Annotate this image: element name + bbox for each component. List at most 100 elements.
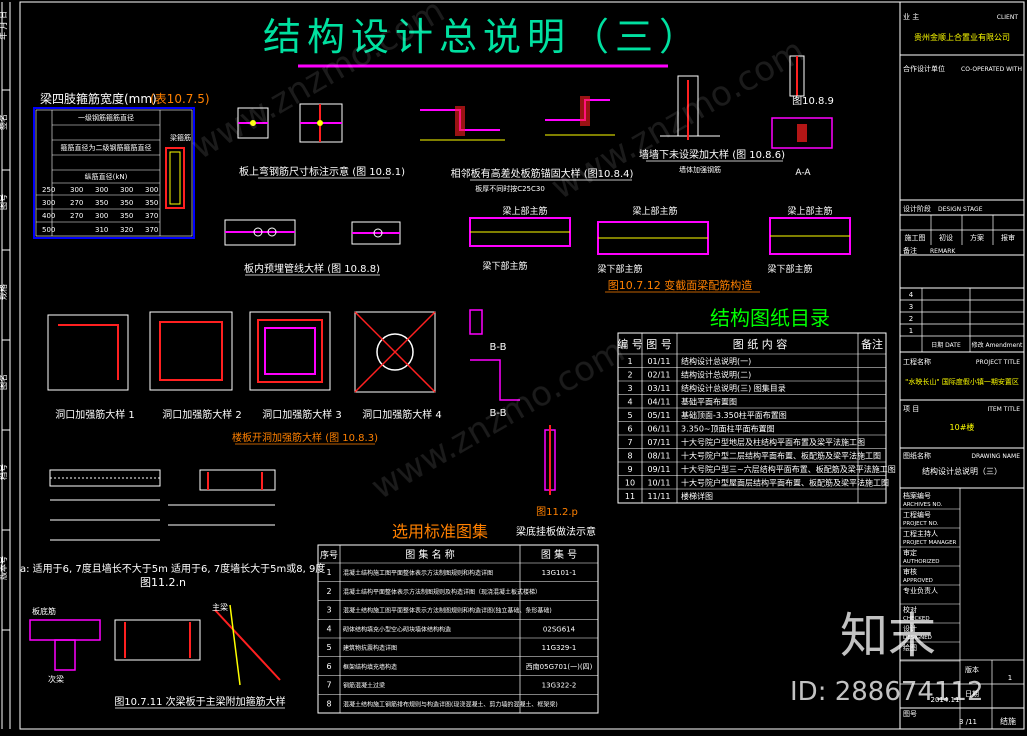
atlas-cell: 2 (326, 587, 331, 596)
table-header: 纵筋直径(kN) (85, 172, 128, 181)
title-block-label-en: ARCHIVES NO. (903, 502, 943, 508)
table-cell: 270 (70, 212, 83, 220)
index-header: 图 纸 内 容 (733, 337, 788, 351)
title-block-label: 设计 (903, 624, 917, 633)
title-block: 业 主 CLIENT 贵州金顺上合置业有限公司 合作设计单位 CO-OPERAT… (900, 12, 1024, 729)
title-block-label: 工程编号 (903, 510, 931, 519)
index-cell: 结构设计总说明(三) 图集目录 (681, 383, 786, 393)
atlas-cell: 混凝土结构平面整体表示方法制图规则及构造详图（现浇混凝土板式楼梯） (343, 588, 541, 596)
index-cell: 1 (627, 357, 632, 366)
stage-cell: 方案 (970, 233, 984, 242)
index-cell: 3.350~顶面柱平面布置图 (681, 424, 775, 434)
caption: 图10.7.11 次梁板于主梁附加箍筋大样 (114, 695, 285, 708)
atlas-cell: 砌体结构填充小型空心砌块墙体结构构造 (343, 625, 451, 633)
table-row: 250 300 300 300 300 (42, 186, 158, 194)
section-bb: B-B B-B (469, 309, 520, 419)
drawing-code: 结施 (1000, 716, 1016, 726)
index-cell: 10/11 (647, 479, 670, 488)
index-cell: 2 (627, 371, 632, 380)
table-row: 400 270 300 350 370 (42, 212, 158, 220)
atlas-cell: 13G101-1 (542, 569, 577, 577)
index-cell: 03/11 (647, 384, 670, 393)
caption: 图11.2.p (536, 506, 578, 518)
date-label: 日期 (965, 690, 979, 698)
index-cell: 基础顶面-3.350柱平面布置图 (681, 410, 787, 420)
atlas-header: 图 集 号 (541, 548, 577, 561)
sheet-border (19, 1, 1025, 730)
atlas-cell: 3 (326, 606, 331, 615)
index-cell: 9 (627, 465, 632, 474)
version-value: 1 (1008, 674, 1012, 682)
title-block-label-en: PROJECT NO. (903, 521, 939, 527)
table-cell: 310 (95, 226, 108, 234)
index-cell: 09/11 (647, 465, 670, 474)
sheet-value: 3 /11 (959, 718, 977, 726)
strip-label: 签名 (0, 114, 8, 130)
table-cell: 350 (145, 199, 158, 207)
index-cell: 7 (627, 438, 632, 447)
remark-label-en: REMARK (930, 248, 956, 255)
index-title: 结构图纸目录 (710, 306, 830, 330)
atlas-cell: 5 (326, 643, 331, 652)
rebar-label: 梁下部主筋 (482, 260, 527, 272)
title-block-label-en: PROJECT MANAGER (903, 540, 957, 546)
table-cell: 320 (120, 226, 133, 234)
index-cell: 08/11 (647, 452, 670, 461)
project-label: 工程名称 (903, 357, 931, 366)
item-label: 项 目 (903, 405, 919, 413)
index-cell: 04/11 (647, 398, 670, 407)
detail-10-8-1: 板上弯钢筋尺寸标注示意 (图 10.8.1) (237, 103, 405, 179)
client-value: 贵州金顺上合置业有限公司 (914, 32, 1010, 42)
index-header: 图 号 (646, 338, 672, 351)
index-cell: 结构设计总说明(一) (681, 356, 751, 366)
atlas-cell: 1 (326, 568, 331, 577)
rebar-label: 梁下部主筋 (767, 263, 812, 275)
atlas-cell: 混凝土结构施工图平面整体表示方法制图规则和构造详图(独立基础、条形基础) (343, 607, 552, 615)
table-cell: 350 (120, 199, 133, 207)
strip-label: 图名 (0, 374, 8, 390)
table-header: 一级钢筋箍筋直径 (78, 113, 134, 122)
table-cell: 300 (95, 186, 108, 194)
atlas-row: 1 混凝土结构施工图平面整体表示方法制图规则和构造详图 13G101-1 (326, 568, 576, 577)
table-cell: 370 (145, 212, 158, 220)
stage-label: 设计阶段 (903, 204, 931, 213)
table-cell: 270 (70, 199, 83, 207)
atlas-header: 序号 (320, 549, 338, 561)
detail-10-7-11: 板底筋 次梁 主梁 图10.7.11 次梁板于主梁附加箍筋大样 (29, 602, 286, 709)
index-cell: 基础平面布置图 (681, 397, 737, 407)
atlas-cell: 8 (326, 699, 331, 708)
title-block-label-en: DESIGNED (903, 635, 932, 641)
stage-cell: 施工图 (905, 233, 926, 242)
remark-label: 备注 (903, 246, 917, 255)
table-cell: 350 (95, 199, 108, 207)
detail-11-2-n: a: 适用于6, 7度且墙长不大于5m 适用于6, 7度墙长大于5m或8, 9度… (20, 469, 325, 589)
caption: 图10.7.12 变截面梁配筋构造 (608, 278, 752, 292)
table-cell: 370 (145, 226, 158, 234)
atlas-cell: 11G329-1 (542, 644, 577, 652)
rebar-label: 次梁 (48, 674, 64, 684)
rebar-label: 梁上部主筋 (787, 205, 832, 217)
atlas-cell: 混凝土结构施工图平面整体表示方法制图规则和构造详图 (343, 569, 493, 577)
left-strip: 年 月 日 签名 图号 规格 图名 档号 版本号 (0, 2, 11, 729)
rev-row: 4 (909, 291, 914, 299)
detail-10-7-12: 梁上部主筋 梁上部主筋 梁上部主筋 梁下部主筋 梁下部主筋 梁下部主筋 图10.… (469, 205, 851, 293)
index-cell: 8 (627, 452, 632, 461)
caption: 板上弯钢筋尺寸标注示意 (图 10.8.1) (239, 165, 405, 178)
index-cell: 6 (627, 425, 632, 434)
table-cell: 250 (42, 186, 55, 194)
index-cell: 07/11 (647, 438, 670, 447)
section-label: A-A (795, 168, 811, 178)
caption-sub: 墙体加强钢筋 (679, 165, 721, 174)
drawing-title: 结构设计总说明（三） (263, 15, 703, 59)
coop-label: 合作设计单位 (903, 64, 945, 73)
index-cell: 06/11 (647, 425, 670, 434)
